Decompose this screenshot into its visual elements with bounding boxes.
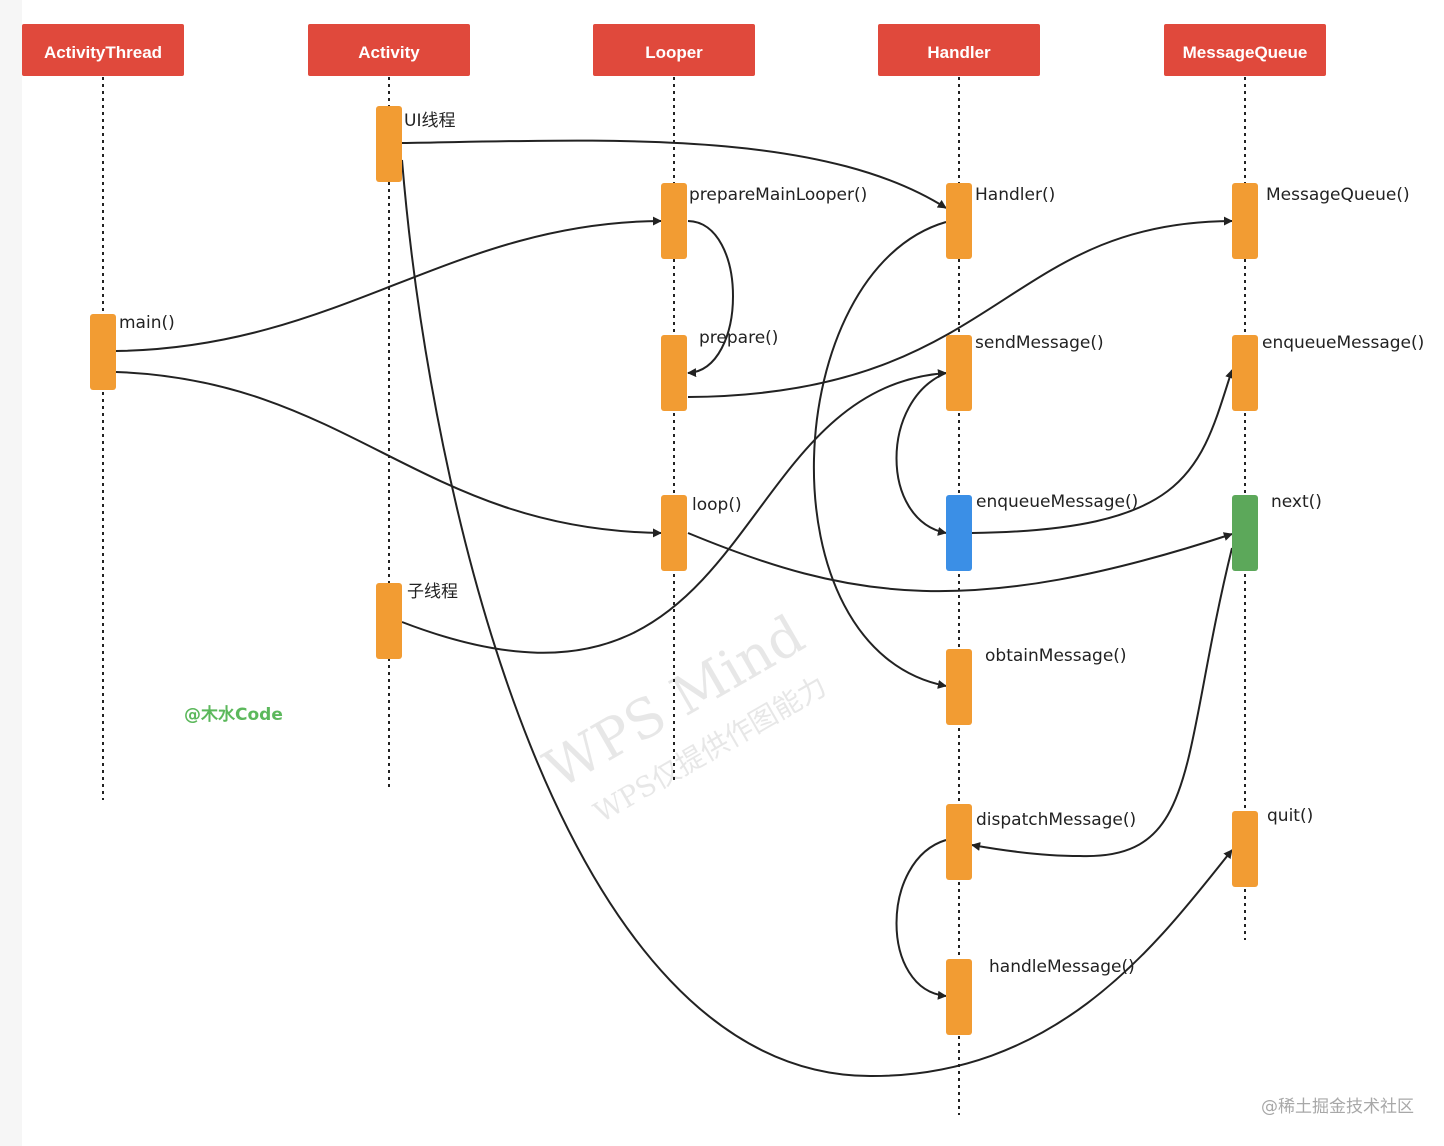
header-box-messagequeue (1164, 24, 1326, 76)
activation-main (90, 314, 116, 390)
header-label-messagequeue: MessageQueue (1183, 43, 1308, 62)
arrow-main-to-loop (115, 371, 662, 538)
header-label-handler: Handler (927, 43, 991, 62)
activation-dispatchmessage (946, 804, 972, 880)
header-box-activitythread (22, 24, 184, 76)
header-box-looper (593, 24, 755, 76)
header-box-activity (308, 24, 470, 76)
label-messagequeue-ctor: MessageQueue() (1266, 185, 1410, 205)
activation-prepare (661, 335, 687, 411)
arrow-sendmessage-to-enqueuemessage (895, 372, 947, 536)
header-messagequeue: MessageQueue (1164, 24, 1326, 76)
header-label-looper: Looper (645, 43, 703, 62)
arrow-next-to-dispatchmessage (971, 547, 1233, 858)
arrow-dispatchmessage-to-handlemessage (895, 839, 947, 1000)
label-next: next() (1271, 492, 1322, 512)
label-loop: loop() (692, 495, 742, 515)
header-looper: Looper (593, 24, 755, 76)
watermark: WPS Mind WPS仅提供作图能力 (534, 603, 832, 830)
label-prepare: prepare() (699, 328, 778, 348)
activation-ui-thread (376, 106, 402, 182)
arrow-prepare-to-messagequeue (687, 216, 1233, 398)
activation-handler (946, 183, 972, 259)
arrow-main-to-preparemainlooper (115, 216, 662, 352)
activation-preparemainlooper (661, 183, 687, 259)
activation-handlemessage (946, 959, 972, 1035)
arrow-handler-to-obtainmessage (813, 221, 947, 689)
label-preparemainlooper: prepareMainLooper() (689, 185, 867, 205)
header-activitythread: ActivityThread (22, 24, 184, 76)
activation-loop (661, 495, 687, 571)
arrow-childthread-to-sendmessage (401, 369, 947, 654)
arrow-ui-to-handler (401, 139, 947, 209)
label-enqueuemessage-queue: enqueueMessage() (1262, 333, 1424, 353)
activation-obtainmessage (946, 649, 972, 725)
label-child-thread: 子线程 (407, 582, 458, 602)
label-quit: quit() (1267, 806, 1313, 826)
header-label-activity: Activity (358, 43, 420, 62)
left-shade (0, 0, 22, 1146)
author-label: @木水Code (184, 704, 283, 725)
label-handlemessage: handleMessage() (989, 957, 1135, 977)
activation-enqueuemessage-handler (946, 495, 972, 571)
arrow-loop-to-next (687, 532, 1233, 593)
header-box-handler (878, 24, 1040, 76)
activation-enqueuemessage-queue (1232, 335, 1258, 411)
label-main: main() (119, 313, 175, 333)
label-handler-ctor: Handler() (975, 185, 1055, 205)
label-obtainmessage: obtainMessage() (985, 646, 1127, 666)
arrow-preparemainlooper-to-prepare (687, 220, 734, 378)
header-label-activitythread: ActivityThread (44, 43, 162, 62)
activation-quit (1232, 811, 1258, 887)
arrow-enqueuemessage-to-queue (971, 369, 1234, 534)
arrow-activity-to-quit (401, 159, 1233, 1078)
header-handler: Handler (878, 24, 1040, 76)
label-dispatchmessage: dispatchMessage() (976, 810, 1136, 830)
label-ui-thread: UI线程 (404, 111, 455, 131)
activation-messagequeue (1232, 183, 1258, 259)
label-sendmessage: sendMessage() (975, 333, 1104, 353)
activation-sendmessage (946, 335, 972, 411)
label-enqueuemessage-handler: enqueueMessage() (976, 492, 1138, 512)
credit-label: @稀土掘金技术社区 (1261, 1097, 1414, 1117)
activation-next (1232, 495, 1258, 571)
header-activity: Activity (308, 24, 470, 76)
activation-child-thread (376, 583, 402, 659)
